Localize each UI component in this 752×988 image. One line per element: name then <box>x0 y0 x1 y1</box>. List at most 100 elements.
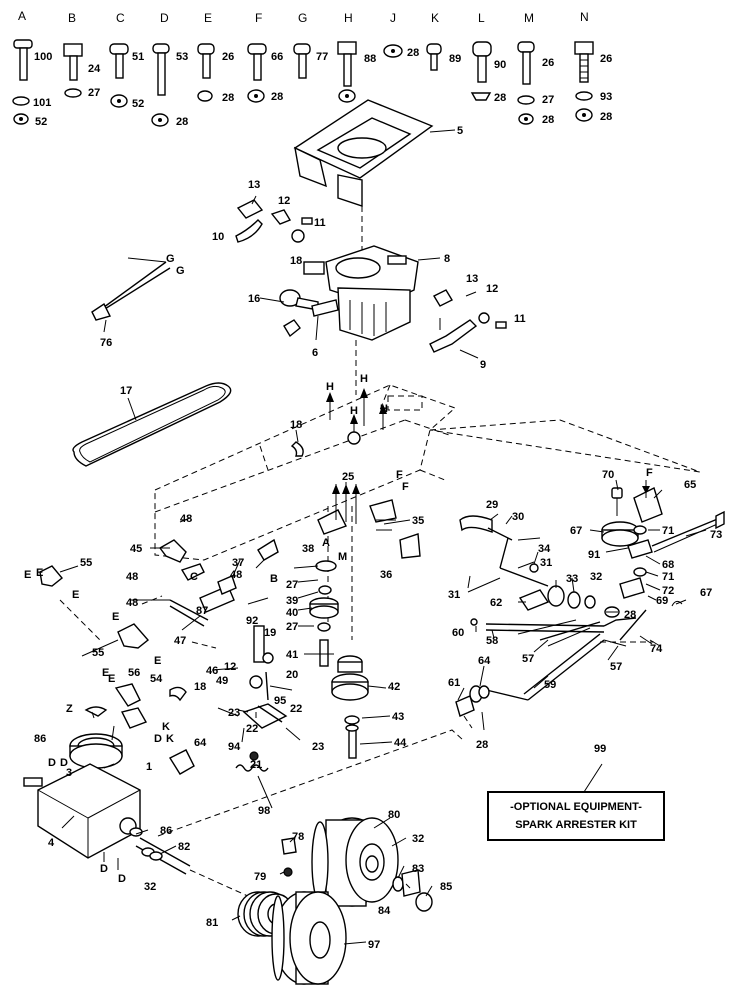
callout-12b: 12 <box>486 283 498 295</box>
callout-d2: D <box>48 757 56 769</box>
engine-shroud <box>293 99 434 255</box>
callout-27a: 27 <box>286 579 298 591</box>
callout-labels: 5 13 12 11 10 18 8 16 6 13 12 11 9 G G 7… <box>24 125 722 951</box>
drive-belt-17 <box>72 382 232 467</box>
callout-79: 79 <box>254 871 266 883</box>
callout-32b: 32 <box>412 833 424 845</box>
rear-wheel-80 <box>311 817 399 907</box>
callout-87: 87 <box>196 605 208 617</box>
callout-56: 56 <box>128 667 140 679</box>
callout-6: 6 <box>312 347 318 359</box>
callout-a: A <box>322 537 330 549</box>
return-line-dashed <box>157 729 464 837</box>
hw-100: 100 <box>34 51 52 63</box>
callout-67b: 67 <box>700 587 712 599</box>
frame-arrows <box>326 388 387 445</box>
callout-d5: D <box>118 873 126 885</box>
callout-20: 20 <box>286 669 298 681</box>
callout-f2: F <box>402 481 409 493</box>
callout-76: 76 <box>100 337 112 349</box>
callout-12a: 12 <box>278 195 290 207</box>
hardware-numbers: 100 101 52 24 27 51 52 53 28 26 28 66 28… <box>33 47 612 128</box>
hw-88: 88 <box>364 53 376 65</box>
callout-37: 37 <box>232 557 244 569</box>
callout-38: 38 <box>302 543 314 555</box>
callout-18c: 18 <box>194 681 206 693</box>
hw-28e: 28 <box>494 92 506 104</box>
callout-32a: 32 <box>144 881 156 893</box>
callout-83: 83 <box>412 863 424 875</box>
hw-28b: 28 <box>222 92 234 104</box>
callout-18a: 18 <box>290 255 302 267</box>
callout-33: 33 <box>566 573 578 585</box>
callout-60: 60 <box>452 627 464 639</box>
callout-d4: D <box>100 863 108 875</box>
callout-9: 9 <box>480 359 486 371</box>
callout-92: 92 <box>246 615 258 627</box>
callout-b: B <box>270 573 278 585</box>
callout-g2: G <box>176 265 185 277</box>
linkage-left <box>39 538 279 775</box>
callout-97: 97 <box>368 939 380 951</box>
callout-d3: D <box>60 757 68 769</box>
callout-e3: E <box>72 589 79 601</box>
callout-71b: 71 <box>662 571 674 583</box>
callout-3: 3 <box>66 767 72 779</box>
callout-1: 1 <box>146 761 152 773</box>
callout-48c: 48 <box>230 569 242 581</box>
hw-52a: 52 <box>35 116 47 128</box>
callout-78: 78 <box>292 831 304 843</box>
col-j: J <box>390 11 396 25</box>
hw-27b: 27 <box>542 94 554 106</box>
callout-94: 94 <box>228 741 241 753</box>
callout-z: Z <box>66 703 73 715</box>
callout-31b: 31 <box>448 589 460 601</box>
col-d: D <box>160 11 169 25</box>
hw-52b: 52 <box>132 98 144 110</box>
callout-67a: 67 <box>570 525 582 537</box>
callout-36: 36 <box>380 569 392 581</box>
hw-28a: 28 <box>176 116 188 128</box>
callout-73: 73 <box>710 529 722 541</box>
frame <box>154 384 701 561</box>
col-c: C <box>116 11 125 25</box>
front-wheel-97 <box>271 891 347 985</box>
callout-85: 85 <box>440 881 452 893</box>
callout-32c: 32 <box>590 571 602 583</box>
callout-61: 61 <box>448 677 460 689</box>
col-h: H <box>344 11 353 25</box>
center-pulley-stack <box>309 499 421 759</box>
callout-23b: 23 <box>312 741 324 753</box>
callout-72: 72 <box>662 585 674 597</box>
callout-4: 4 <box>48 837 55 849</box>
linkage-far-right <box>601 480 725 618</box>
col-l: L <box>478 11 485 25</box>
callout-91: 91 <box>588 549 600 561</box>
callout-86a: 86 <box>34 733 46 745</box>
callout-21: 21 <box>250 759 262 771</box>
hw-51: 51 <box>132 51 144 63</box>
col-a: A <box>18 9 26 23</box>
callout-59: 59 <box>544 679 556 691</box>
callout-c: C <box>190 571 198 583</box>
callout-28a: 28 <box>476 739 488 751</box>
hw-27a: 27 <box>88 87 100 99</box>
hw-53: 53 <box>176 51 188 63</box>
kit-line-1: -OPTIONAL EQUIPMENT- <box>510 801 642 813</box>
callout-e7: E <box>108 673 115 685</box>
hw-28c: 28 <box>271 91 283 103</box>
callout-12c: 12 <box>224 661 236 673</box>
hw-26b: 26 <box>542 57 554 69</box>
callout-44: 44 <box>394 737 407 749</box>
hub-83-84-85 <box>392 869 433 912</box>
callout-h2: H <box>360 373 368 385</box>
engine-block <box>279 245 419 395</box>
callout-d1: D <box>154 733 162 745</box>
kit-line-2: SPARK ARRESTER KIT <box>515 819 637 831</box>
callout-8: 8 <box>444 253 450 265</box>
hw-93: 93 <box>600 91 612 103</box>
callout-30: 30 <box>512 511 524 523</box>
hw-101: 101 <box>33 97 51 109</box>
callout-42: 42 <box>388 681 400 693</box>
callout-34: 34 <box>538 543 551 555</box>
